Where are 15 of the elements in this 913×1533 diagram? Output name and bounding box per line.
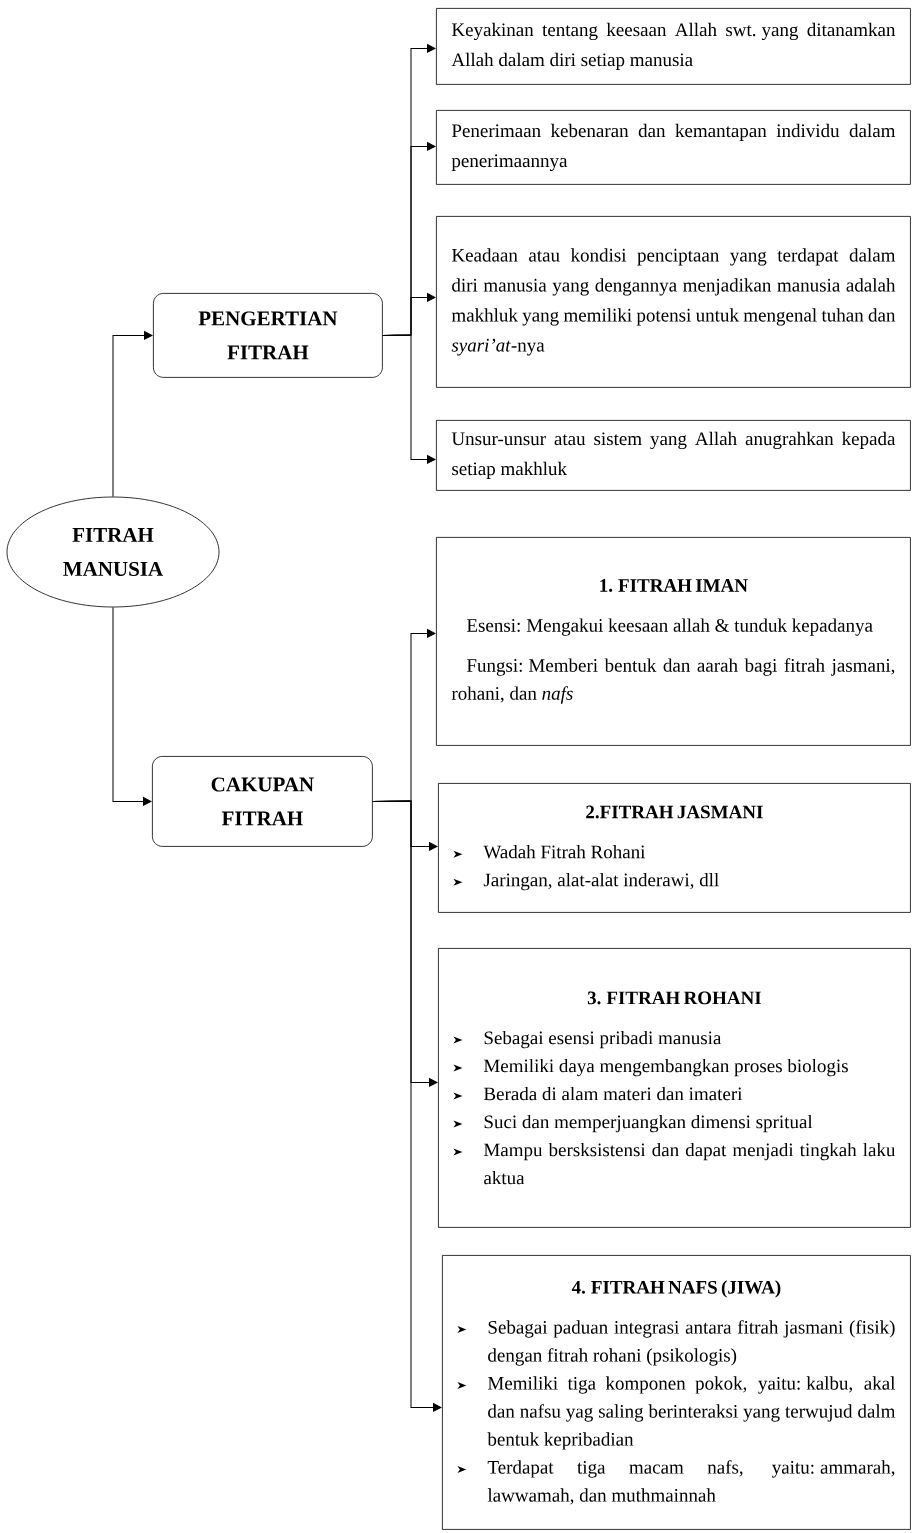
text-box: 1. FITRAH IMAN Esensi: Mengakui keesaan allah & tunduk kepadanya Fungsi: Memberi bentuk dan aarah bagi fitrah jasmani, rohani, dan nafs <box>436 537 911 746</box>
arrow <box>372 800 442 1412</box>
ellipse-node: FITRAH MANUSIA <box>6 496 220 608</box>
arrow <box>112 331 153 498</box>
text-box: 2.FITRAH JASMANI Wadah Fitrah Rohani Jaringan, alat-alat inderawi, dll <box>438 783 911 913</box>
text-box: Keadaan atau kondisi penciptaan yang terdapat dalam diri manusia yang dengannya menjadikan manusia adalah makhluk yang memiliki potensi untuk mengenal tuhan dan syari’at-nya <box>436 216 911 388</box>
arrow <box>382 334 436 464</box>
text-box: 4. FITRAH NAFS (JIWA) Sebagai paduan integrasi antara fitrah jasmani (fisik) dengan fitrah rohani (psikologis) Memiliki tiga komponen pokok, yaitu: kalbu, akal dan nafsu yag saling berinteraksi yang terwujud dalm bentuk kepribadian Terdapat tiga macam nafs, yaitu: ammarah, lawwamah, dan muthmainnah <box>442 1255 911 1530</box>
text-box: 3. FITRAH ROHANI Sebagai esensi pribadi manusia Memiliki daya mengembangkan proses biologis Berada di alam materi dan imateri Suci dan memperjuangkan dimensi spritual Mampu bersksistensi dan dapat menjadi tingkah laku aktua <box>438 948 911 1228</box>
text-box: Unsur-unsur atau sistem yang Allah anugrahkan kepada setiap makhluk <box>436 420 911 491</box>
text-box: Keyakinan tentang keesaan Allah swt. yang ditanamkan Allah dalam diri setiap manusia <box>436 8 911 85</box>
arrow <box>112 606 152 806</box>
text-box: Penerimaan kebenaran dan kemantapan individu dalam penerimaannya <box>436 110 911 185</box>
rounded-box: CAKUPAN FITRAH <box>152 756 373 847</box>
rounded-box: PENGERTIAN FITRAH <box>153 293 383 378</box>
